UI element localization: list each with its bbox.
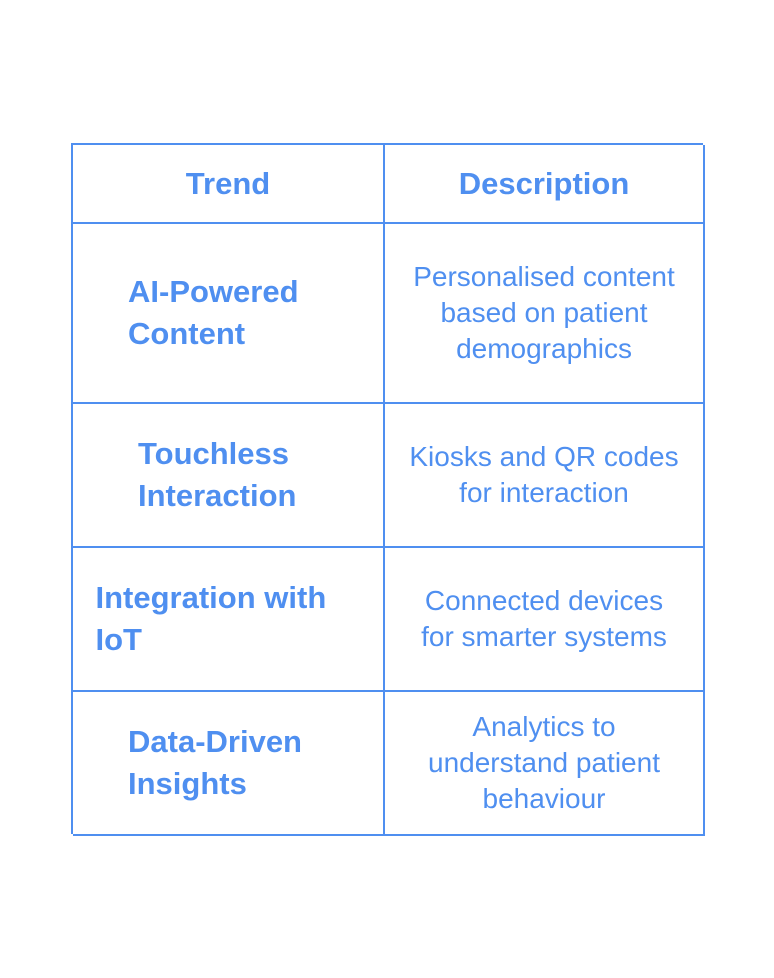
description-text: Connected devices for smarter systems: [421, 585, 667, 652]
trend-label: Data-Driven Insights: [128, 724, 302, 801]
trend-label: Integration with IoT: [95, 580, 327, 657]
description-cell-ai-powered-content: Personalised content based on patient de…: [385, 224, 705, 404]
trend-cell-integration-with-iot: Integration with IoT: [73, 548, 385, 692]
description-cell-data-driven-insights: Analytics to understand patient behaviou…: [385, 692, 705, 836]
description-text: Personalised content based on patient de…: [413, 261, 675, 364]
description-cell-touchless-interaction: Kiosks and QR codes for interaction: [385, 404, 705, 548]
header-description-label: Description: [458, 165, 630, 201]
trends-table: Trend Description AI-Powered Content Per…: [71, 143, 705, 836]
description-cell-integration-with-iot: Connected devices for smarter systems: [385, 548, 705, 692]
description-text: Kiosks and QR codes for interaction: [409, 441, 679, 508]
header-trend: Trend: [73, 145, 385, 224]
trend-label: Touchless Interaction: [138, 436, 297, 513]
trend-label: AI-Powered Content: [128, 274, 299, 351]
description-text: Analytics to understand patient behaviou…: [428, 711, 660, 814]
trend-cell-ai-powered-content: AI-Powered Content: [73, 224, 385, 404]
header-description: Description: [385, 145, 705, 224]
trend-cell-touchless-interaction: Touchless Interaction: [73, 404, 385, 548]
header-trend-label: Trend: [185, 165, 271, 201]
trend-cell-data-driven-insights: Data-Driven Insights: [73, 692, 385, 836]
